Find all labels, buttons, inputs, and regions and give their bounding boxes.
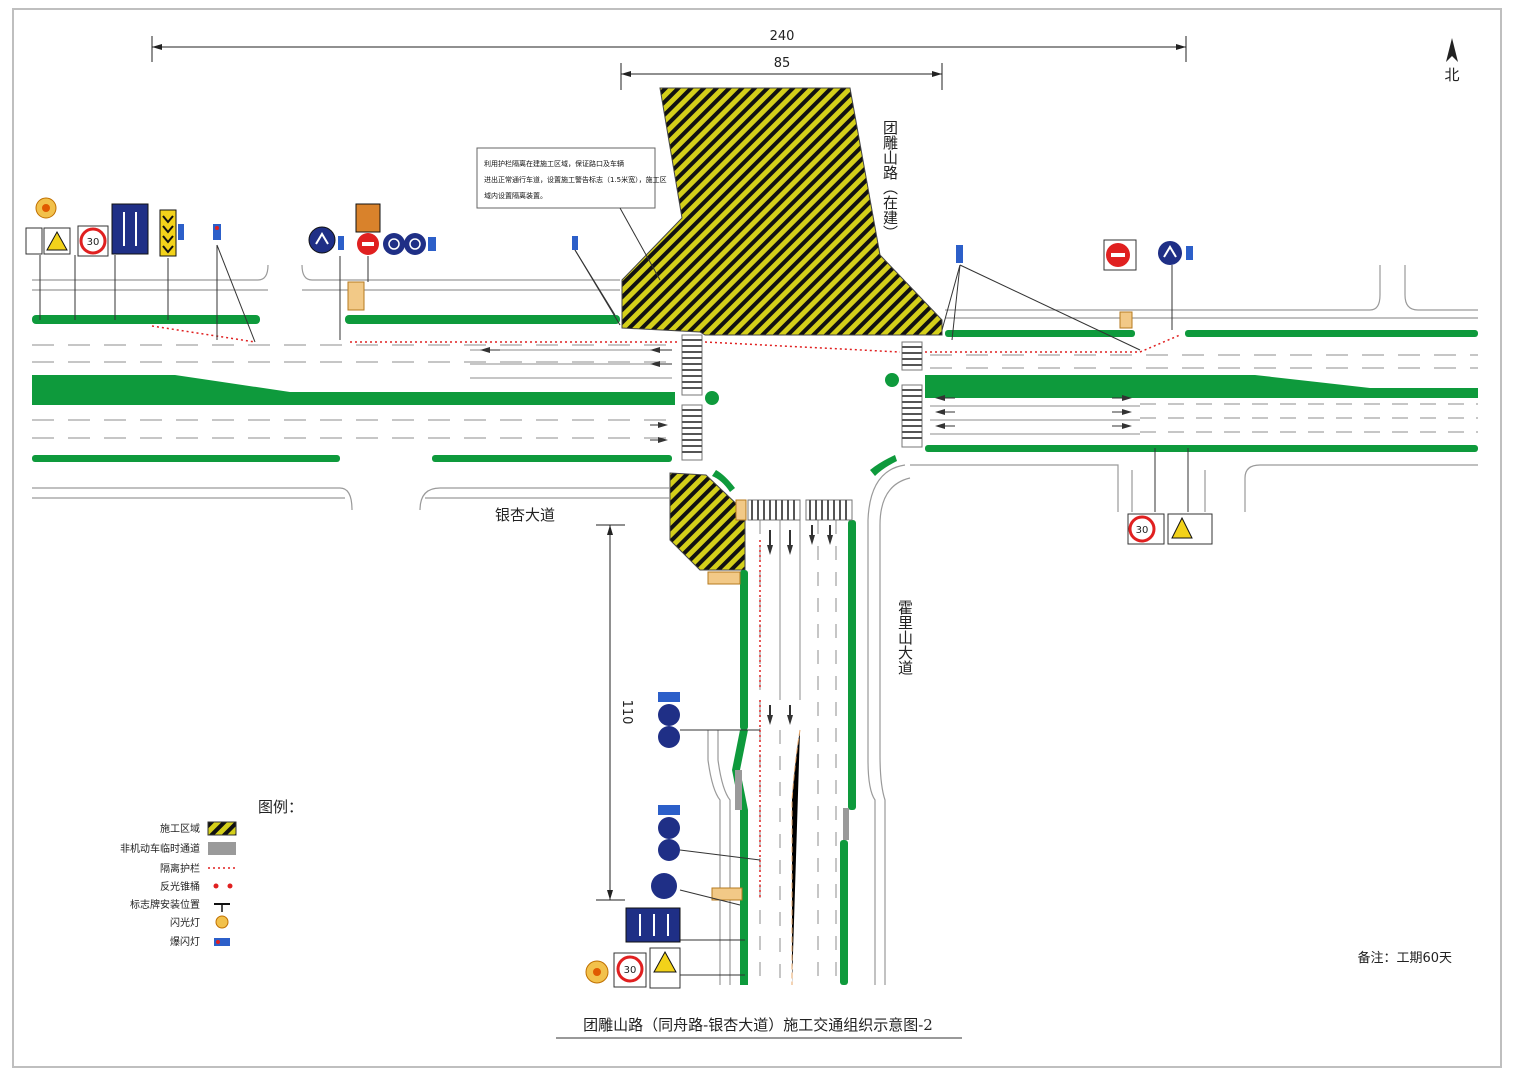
crosswalk-east xyxy=(901,341,923,448)
non-motor-path-west xyxy=(735,770,742,810)
road-label-north-group: 团雕山路（在建） xyxy=(881,120,899,240)
legend-swatch-cone xyxy=(213,883,233,889)
flash-light-icon xyxy=(35,197,57,219)
dimension-total: 240 xyxy=(151,29,1187,62)
speed-limit-west-text: 30 xyxy=(87,237,100,248)
road-label-north: 团雕山路（在建） xyxy=(881,120,899,240)
legend-label-0: 施工区域 xyxy=(160,822,200,835)
chevron-sign-icon xyxy=(159,209,177,257)
dimension-south: 110 xyxy=(596,524,634,901)
construction-notice-sign xyxy=(355,203,381,233)
sign-posts xyxy=(39,244,1189,976)
north-label: 北 xyxy=(1444,66,1459,84)
annotation-box: 利用护栏隔离在建施工区域，保证路口及车辆 进出正常通行车道，设置施工警告标志（1… xyxy=(476,147,667,281)
diagram-title: 团雕山路（同舟路-银杏大道）施工交通组织示意图-2 xyxy=(583,1016,933,1034)
road-label-west-east: 银杏大道 xyxy=(495,506,555,524)
strobe-light-icon xyxy=(178,224,221,240)
dimension-south-label: 110 xyxy=(619,700,634,725)
dimension-work-zone-label: 85 xyxy=(774,56,791,71)
speed-limit-east-text: 30 xyxy=(1136,525,1149,536)
legend-label-1: 非机动车临时通道 xyxy=(120,842,200,855)
crosswalk-south xyxy=(747,499,853,521)
legend-label-3: 反光锥桶 xyxy=(160,880,200,893)
lane-guide-sign-icon xyxy=(111,203,149,255)
legend-swatch-gray xyxy=(208,842,236,855)
no-entry-sign-east-icon xyxy=(1103,239,1137,271)
note-text: 备注：工期60天 xyxy=(1357,950,1452,966)
legend-swatch-signpos xyxy=(214,903,230,912)
road-edges xyxy=(32,264,1478,985)
dimension-total-label: 240 xyxy=(770,29,795,44)
legend-label-2: 隔离护栏 xyxy=(160,862,200,875)
no-entry-sign-icon xyxy=(357,233,379,255)
cone-markers xyxy=(347,281,1133,901)
work-zone-north xyxy=(621,87,943,336)
speed-limit-sign-west: 30 xyxy=(77,225,109,257)
road-label-south: 霍里山大道 xyxy=(896,600,914,675)
legend-swatch-flash xyxy=(215,915,229,929)
mandatory-sign-icon xyxy=(308,226,336,254)
annotation-line-1: 利用护栏隔离在建施工区域，保证路口及车辆 xyxy=(484,159,624,168)
speed-limit-sign-south: 30 xyxy=(585,947,681,989)
road-label-south-group: 霍里山大道 xyxy=(896,600,914,675)
barriers xyxy=(151,325,1181,900)
annotation-line-3: 域内设置隔离装置。 xyxy=(484,191,547,200)
mandatory-sign-icon-2 xyxy=(338,233,578,255)
legend-title: 图例： xyxy=(258,798,303,816)
annotation-line-2: 进出正常通行车道，设置施工警告标志（1.5米宽），施工区 xyxy=(484,175,667,184)
legend-label-6: 爆闪灯 xyxy=(170,935,200,948)
crosswalk-west xyxy=(681,334,703,461)
mandatory-sign-south-icon xyxy=(651,692,680,899)
north-arrow-icon: 北 xyxy=(1444,38,1460,84)
speed-limit-sign-east: 30 xyxy=(1127,513,1213,545)
legend-label-4: 标志牌安装位置 xyxy=(130,898,200,911)
dimension-work-zone: 85 xyxy=(620,56,943,90)
green-medians xyxy=(32,315,1478,985)
speed-limit-south-text: 30 xyxy=(624,965,637,976)
lane-guide-sign-south-icon xyxy=(625,907,681,943)
info-sign-small xyxy=(25,227,43,255)
lane-arrows xyxy=(480,347,1132,725)
lane-lines xyxy=(32,344,1478,985)
legend-label-5: 闪光灯 xyxy=(170,916,200,929)
mandatory-sign-east-icon xyxy=(956,241,1193,265)
warning-sign-icon xyxy=(43,227,71,255)
page-frame xyxy=(12,8,1502,1068)
legend-swatch-strobe xyxy=(214,938,230,946)
legend-swatch-hatch xyxy=(207,821,237,836)
non-motor-path-east xyxy=(843,808,849,840)
legend: 图例： 施工区域 非机动车临时通道 隔离护栏 反光锥桶 标志牌安装位置 闪光灯 … xyxy=(120,798,303,948)
